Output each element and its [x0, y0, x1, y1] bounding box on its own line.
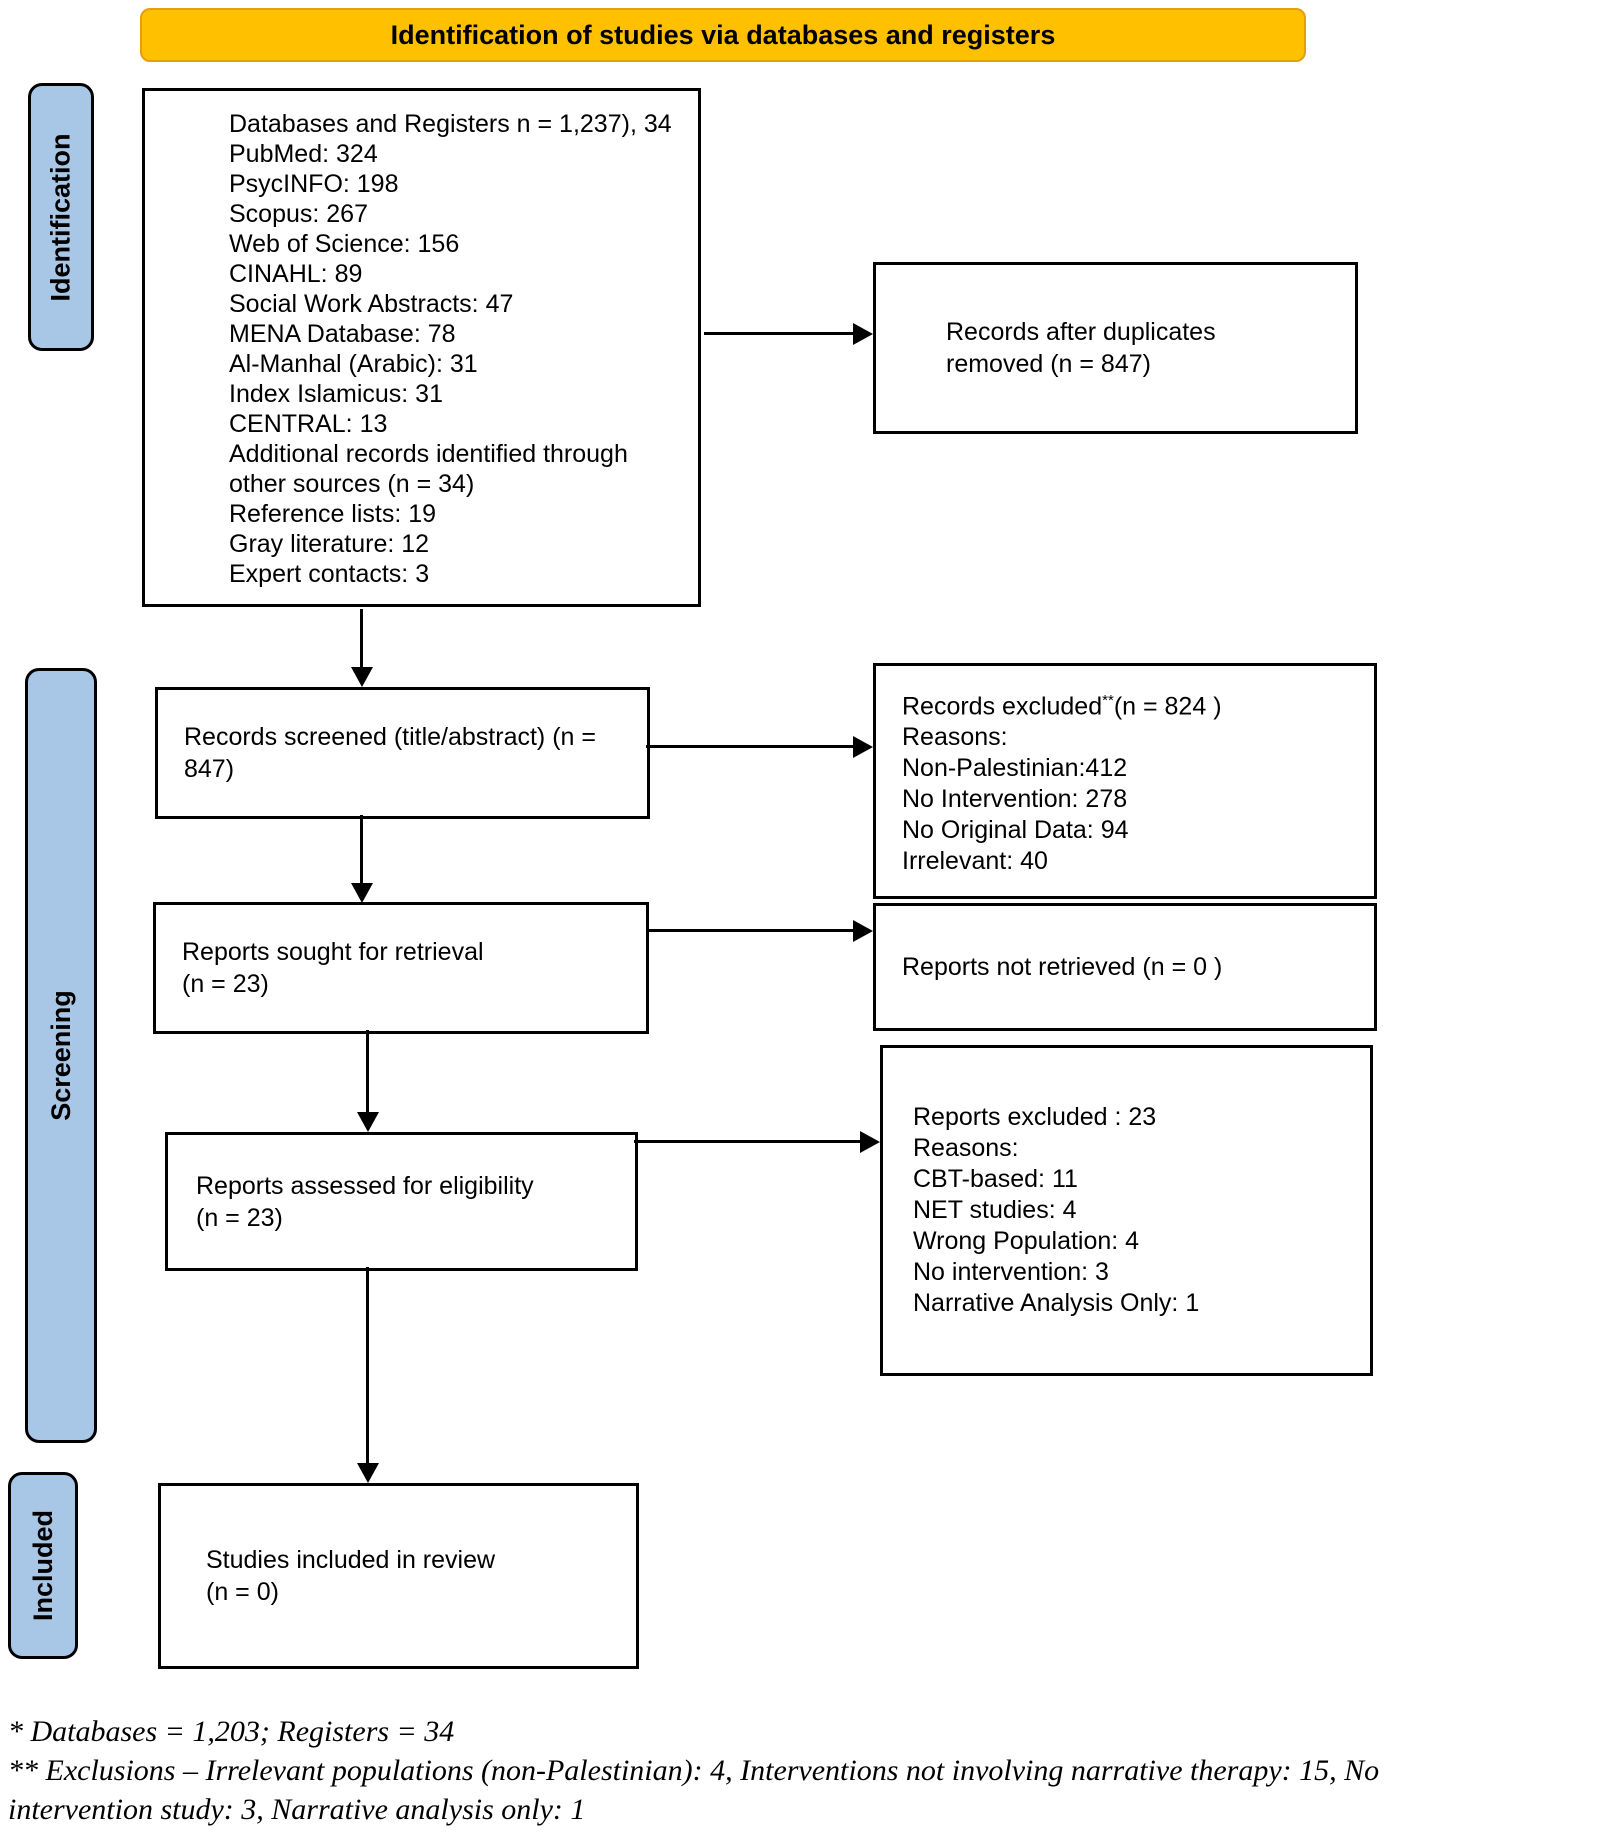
source-line: Expert contacts: 3	[229, 560, 430, 588]
sidebar-included: Included	[8, 1472, 78, 1659]
box-line: (n = 23)	[196, 1203, 283, 1232]
box-reports-assessed: Reports assessed for eligibility (n = 23…	[165, 1132, 638, 1271]
source-line: MENA Database: 78	[229, 320, 456, 348]
source-line: Al-Manhal (Arabic): 31	[229, 350, 478, 378]
source-line: Reference lists: 19	[229, 500, 437, 528]
title-banner: Identification of studies via databases …	[140, 8, 1306, 62]
box-line: Reports excluded : 23	[913, 1103, 1157, 1131]
sidebar-identification: Identification	[28, 83, 94, 351]
source-line: PubMed: 324	[229, 140, 378, 168]
box-line: 847)	[184, 755, 235, 783]
box-line: No Original Data: 94	[902, 816, 1129, 845]
box-line: (n = 0)	[206, 1578, 279, 1606]
box-line: Records screened (title/abstract) (n =	[184, 723, 596, 751]
source-line: Gray literature: 12	[229, 530, 430, 558]
sidebar-identification-label: Identification	[45, 133, 76, 301]
source-line: Social Work Abstracts: 47	[229, 290, 514, 318]
box-identified-sources: Databases and Registers n = 1,237), 34 P…	[142, 88, 701, 607]
box-reports-excluded: Reports excluded : 23 Reasons: CBT-based…	[880, 1045, 1373, 1376]
box-line: Narrative Analysis Only: 1	[913, 1289, 1200, 1317]
box-line: Reasons:	[913, 1134, 1019, 1162]
box-line: Irrelevant: 40	[902, 847, 1048, 876]
source-line: other sources (n = 34)	[229, 470, 475, 498]
footnotes: * Databases = 1,203; Registers = 34 ** E…	[8, 1712, 1478, 1829]
source-line: Scopus: 267	[229, 200, 368, 228]
records-excluded-count: (n = 824 )	[1113, 692, 1222, 721]
box-line: No Intervention: 278	[902, 785, 1128, 814]
source-line: PsycINFO: 198	[229, 170, 399, 198]
box-line: Reasons:	[902, 723, 1008, 752]
box-line: (n = 23)	[182, 970, 269, 998]
box-line: Reports assessed for eligibility	[196, 1171, 534, 1200]
box-line: Reports not retrieved (n = 0 )	[902, 953, 1223, 981]
source-line: Web of Science: 156	[229, 230, 460, 258]
box-line: removed (n = 847)	[946, 350, 1151, 378]
source-line: CENTRAL: 13	[229, 410, 388, 438]
box-reports-sought: Reports sought for retrieval (n = 23)	[153, 902, 649, 1034]
box-studies-included: Studies included in review (n = 0)	[158, 1483, 639, 1669]
sidebar-screening-label: Screening	[45, 990, 76, 1121]
box-reports-not-retrieved: Reports not retrieved (n = 0 )	[873, 903, 1377, 1031]
box-records-screened: Records screened (title/abstract) (n = 8…	[155, 687, 650, 819]
title-text: Identification of studies via databases …	[390, 19, 1056, 50]
box-line: Reports sought for retrieval	[182, 938, 484, 966]
box-records-excluded: Records excluded**(n = 824 ) Reasons: No…	[873, 663, 1377, 899]
sidebar-included-label: Included	[27, 1509, 58, 1622]
box-line: Wrong Population: 4	[913, 1227, 1140, 1255]
box-duplicates-removed: Records after duplicates removed (n = 84…	[873, 262, 1358, 434]
box-line: No intervention: 3	[913, 1258, 1109, 1286]
box-line: Records after duplicates	[946, 318, 1216, 346]
source-line: Index Islamicus: 31	[229, 380, 443, 408]
sidebar-screening: Screening	[25, 668, 97, 1443]
box-line: Studies included in review	[206, 1546, 496, 1574]
box-line: Non-Palestinian:412	[902, 754, 1128, 783]
footnote-exclusions: ** Exclusions – Irrelevant populations (…	[8, 1754, 1380, 1826]
box-line: NET studies: 4	[913, 1196, 1077, 1224]
footnote-databases: * Databases = 1,203; Registers = 34	[8, 1715, 455, 1748]
source-line: Additional records identified through	[229, 440, 628, 468]
box-line: CBT-based: 11	[913, 1165, 1078, 1193]
records-excluded-footnote-marker: **	[1102, 691, 1114, 709]
source-line: Databases and Registers n = 1,237), 34	[229, 110, 672, 138]
records-excluded-prefix: Records excluded	[902, 692, 1103, 721]
records-excluded-title: Records excluded**(n = 824 )	[876, 685, 1374, 722]
source-line: CINAHL: 89	[229, 260, 363, 288]
